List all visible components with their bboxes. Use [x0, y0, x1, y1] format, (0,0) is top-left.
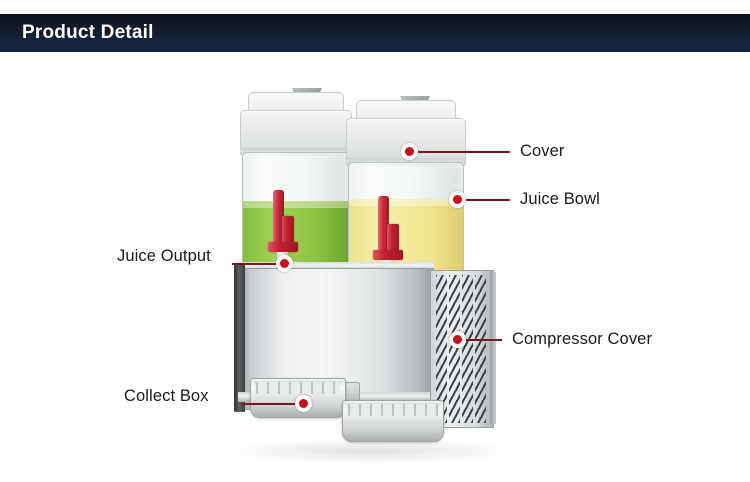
right-tap-collar	[373, 250, 403, 260]
callout-label-compressor-cover: Compressor Cover	[512, 330, 653, 348]
leader-line-cover	[418, 151, 510, 153]
callout-label-juice-output: Juice Output	[117, 247, 211, 265]
left-lid-band	[240, 148, 350, 152]
callout-label-cover: Cover	[520, 142, 565, 160]
floor-shadow	[226, 438, 516, 464]
leader-line-collect-box	[241, 403, 298, 405]
left-tap-lever[interactable]	[273, 190, 284, 246]
right-lid-riser	[356, 100, 456, 123]
marker-dot-compressor-cover	[449, 331, 466, 348]
marker-dot-collect-box	[295, 395, 312, 412]
tray-rim	[346, 401, 440, 405]
tray-grid	[256, 382, 340, 394]
collect-box-left[interactable]	[250, 378, 346, 418]
marker-dot-juice-output	[276, 255, 293, 272]
tray-rim	[254, 379, 342, 383]
leader-line-juice-output	[232, 263, 278, 265]
page-title: Product Detail	[22, 22, 154, 43]
grille-side-edge	[490, 272, 496, 424]
leader-line-compressor-cover	[466, 339, 502, 341]
callout-label-collect-box: Collect Box	[124, 387, 209, 405]
left-lid-riser	[248, 92, 344, 115]
left-juice-surface	[243, 201, 349, 208]
grille-slat-column	[449, 275, 460, 423]
marker-dot-juice-bowl	[449, 191, 466, 208]
section-header-bar: Product Detail	[0, 14, 750, 52]
grille-slat-column	[462, 275, 473, 423]
leader-line-juice-bowl	[466, 199, 510, 201]
grille-slat-column	[475, 275, 486, 423]
collect-box-right[interactable]	[342, 400, 444, 442]
right-juice-surface	[349, 199, 463, 206]
marker-dot-cover	[401, 143, 418, 160]
cabinet-top-lip	[236, 262, 434, 270]
right-lid-band	[346, 158, 464, 162]
left-tap-collar	[268, 242, 298, 252]
grille-slat-column	[436, 275, 447, 423]
callout-label-juice-bowl: Juice Bowl	[520, 190, 600, 208]
right-tap-lever[interactable]	[378, 196, 389, 254]
product-image-juice-dispenser	[226, 86, 516, 464]
tray-grid	[348, 404, 438, 416]
cabinet-left-post	[234, 264, 245, 412]
left-juice-bowl	[242, 152, 350, 278]
